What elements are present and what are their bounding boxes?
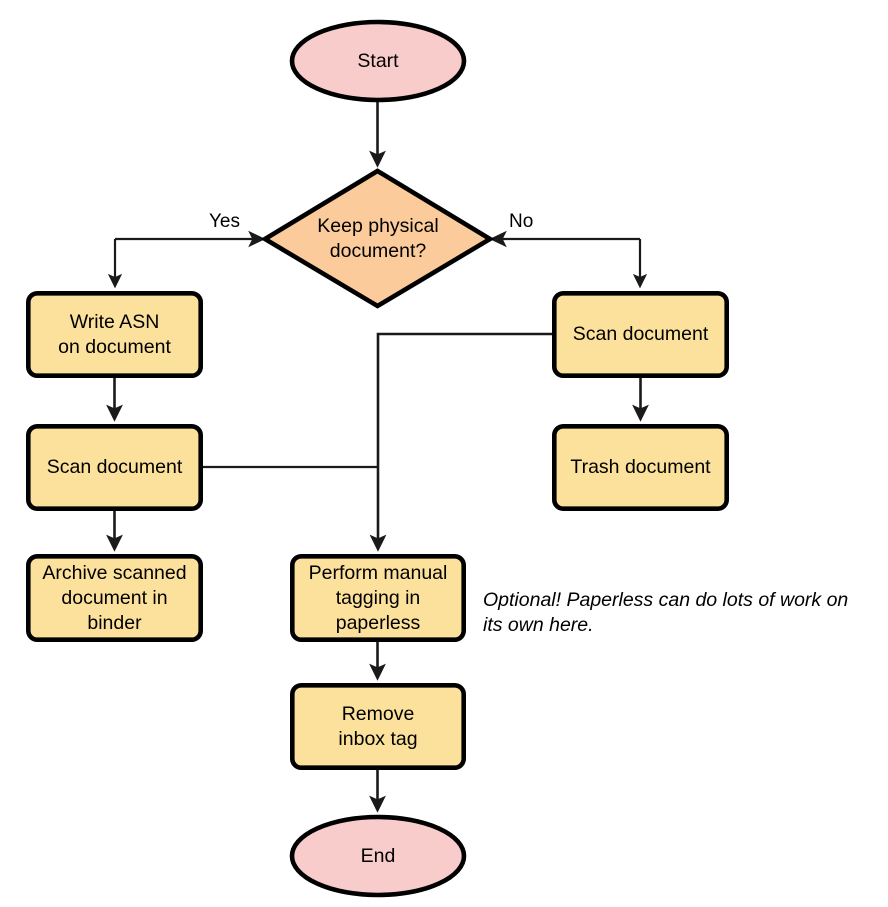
node-scan-right-shape[interactable] — [551, 290, 729, 378]
node-remove-inbox-shape[interactable] — [289, 682, 466, 770]
node-scan-left-shape[interactable] — [25, 423, 203, 511]
node-decision-shape[interactable] — [260, 168, 495, 309]
node-write-asn-shape[interactable] — [25, 290, 203, 378]
optional-note-annotation: Optional! Paperless can do lots of work … — [483, 589, 849, 636]
node-tagging-shape[interactable] — [289, 553, 466, 642]
edge-label-yes: Yes — [209, 211, 240, 232]
edge-label-no: No — [509, 211, 534, 232]
node-trash-shape[interactable] — [551, 423, 729, 511]
node-archive-shape[interactable] — [25, 553, 203, 642]
node-start-shape[interactable] — [289, 19, 467, 103]
node-end-shape[interactable] — [289, 814, 467, 898]
connector-scanright-to-tagging — [369, 332, 552, 552]
